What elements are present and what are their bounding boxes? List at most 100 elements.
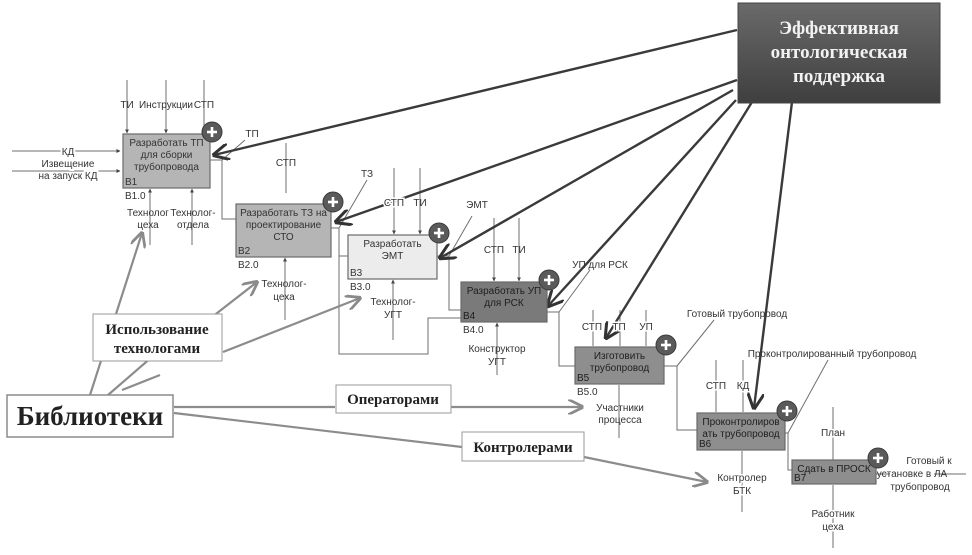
ontology-line-1: Эффективная bbox=[779, 18, 899, 39]
block-rect bbox=[696, 412, 786, 451]
b1-mech-technologist-shop-1: Технолог bbox=[127, 208, 169, 219]
block-title-line: ЭМТ bbox=[382, 251, 404, 262]
block-code: В6 bbox=[699, 439, 712, 450]
block-title-line: Сдать в ПРОСК bbox=[797, 464, 871, 475]
block-title-line: проектирование bbox=[246, 220, 322, 231]
b2-control-stp: СТП bbox=[276, 158, 296, 169]
b3-control-stp: СТП bbox=[384, 198, 404, 209]
b4-control-ti: ТИ bbox=[512, 245, 525, 256]
plus-circle-icon[interactable] bbox=[538, 269, 560, 291]
block-rect bbox=[122, 133, 211, 189]
b1-mech-technologist-dept-2: отдела bbox=[177, 220, 209, 231]
connector-lines bbox=[12, 80, 966, 548]
b1-input-notice-1: Извещение bbox=[42, 159, 95, 170]
b6-mech-1: Контролер bbox=[717, 473, 767, 484]
b3-mech-1: Технолог- bbox=[370, 297, 415, 308]
b6-mech-2: БТК bbox=[733, 486, 751, 497]
usage-box-technologists[interactable]: Использование технологами bbox=[92, 313, 223, 362]
usage-box-controllers[interactable]: Контролерами bbox=[461, 431, 585, 462]
block-title-line: Изготовить bbox=[594, 351, 645, 362]
b7-output-3: трубопровод bbox=[890, 481, 950, 493]
b5-control-stp: СТП bbox=[582, 322, 602, 333]
b2-mech-1: Технолог- bbox=[261, 279, 306, 290]
b1-output-tp: ТП bbox=[245, 129, 258, 140]
b5-mech-2: процесса bbox=[598, 415, 642, 426]
ontology-line-2: онтологическая bbox=[771, 42, 908, 63]
b1-control-instructions: Инструкции bbox=[139, 100, 193, 111]
b4-mech-2: УГТ bbox=[488, 357, 506, 368]
block-title-line: Разработать ТП bbox=[129, 137, 203, 149]
b4-output-up: УП для РСК bbox=[572, 260, 628, 271]
block-title-line: для сборки bbox=[141, 149, 193, 161]
b1-input-kd: КД bbox=[62, 147, 75, 158]
block-title-line: СТО bbox=[273, 232, 294, 243]
b2-output-tz: ТЗ bbox=[361, 169, 373, 180]
plus-circle-icon[interactable] bbox=[428, 222, 450, 244]
usage-technologists-line-1: Использование bbox=[105, 322, 209, 338]
block-number: В5.0 bbox=[577, 387, 598, 398]
block-code: В1 bbox=[125, 177, 138, 188]
ontology-support-box[interactable]: Эффективная онтологическая поддержка bbox=[737, 2, 941, 104]
usage-controllers-label: Контролерами bbox=[473, 440, 573, 456]
b3-control-ti: ТИ bbox=[413, 198, 426, 209]
library-box[interactable]: Библиотеки bbox=[6, 394, 174, 438]
b2-mech-2: цеха bbox=[273, 292, 295, 303]
usage-box-operators[interactable]: Операторами bbox=[335, 384, 452, 414]
plus-circle-icon[interactable] bbox=[867, 447, 889, 469]
block-rect bbox=[791, 459, 877, 485]
b6-control-stp: СТП bbox=[706, 381, 726, 392]
b4-control-stp: СТП bbox=[484, 245, 504, 256]
plus-circle-icon[interactable] bbox=[655, 334, 677, 356]
block-number: В2.0 bbox=[238, 260, 259, 271]
b1-mech-technologist-dept-1: Технолог- bbox=[170, 208, 215, 219]
b5-mech-1: Участники bbox=[596, 403, 644, 414]
block-title-line: Разработать УП bbox=[467, 285, 541, 297]
arrow-labels: ТИ Инструкции СТП КД Извещение на запуск… bbox=[36, 100, 952, 535]
block-code: В7 bbox=[794, 473, 807, 484]
b1-control-ti: ТИ bbox=[120, 100, 133, 111]
b1-mech-technologist-shop-2: цеха bbox=[137, 220, 159, 231]
plus-circle-icon[interactable] bbox=[322, 191, 344, 213]
block-rect bbox=[574, 346, 665, 385]
b5-control-up: УП bbox=[639, 322, 653, 333]
block-title-line: трубопровода bbox=[134, 161, 199, 173]
block-number: В1.0 bbox=[125, 191, 146, 202]
b7-output-1: Готовый к bbox=[906, 456, 952, 467]
b7-mech-1: Работник bbox=[811, 508, 855, 520]
block-title-line: Разработать ТЗ на bbox=[240, 207, 327, 219]
usage-technologists-line-2: технологами bbox=[114, 341, 201, 357]
b5-output-ready: Готовый трубопровод bbox=[687, 308, 787, 320]
b4-mech-1: Конструктор bbox=[468, 344, 525, 355]
b5-control-tp: ТП bbox=[612, 322, 625, 333]
plus-circle-icon[interactable] bbox=[776, 400, 798, 422]
block-title-line: ать трубопровод bbox=[702, 428, 779, 440]
usage-operators-label: Операторами bbox=[347, 392, 439, 408]
block-title-line: Проконтролиров bbox=[702, 417, 779, 428]
block-title-line: трубопровод bbox=[590, 362, 650, 374]
block-title-line: Разработать bbox=[363, 238, 421, 250]
block-code: В3 bbox=[350, 268, 363, 279]
ontology-line-3: поддержка bbox=[793, 66, 886, 87]
block-code: В2 bbox=[238, 246, 251, 257]
b1-control-stp: СТП bbox=[194, 100, 214, 111]
b6-output-checked: Проконтролированный трубопровод bbox=[748, 348, 917, 360]
b7-mech-2: цеха bbox=[822, 522, 844, 533]
block-rect bbox=[460, 281, 548, 323]
block-code: В4 bbox=[463, 311, 476, 322]
block-rect bbox=[347, 234, 438, 280]
library-label: Библиотеки bbox=[17, 401, 163, 431]
plus-circle-icon[interactable] bbox=[201, 121, 223, 143]
b7-output-2: установке в ЛА bbox=[877, 469, 948, 480]
b1-input-notice-2: на запуск КД bbox=[38, 171, 97, 182]
b7-control-plan: План bbox=[821, 428, 845, 439]
ontology-arrows bbox=[214, 28, 794, 408]
